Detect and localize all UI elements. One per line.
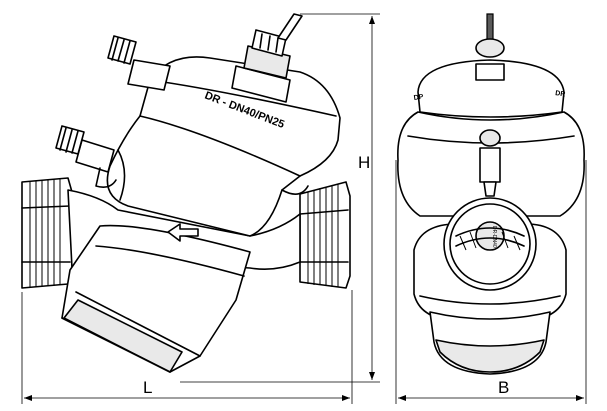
height-label: H: [358, 153, 370, 172]
dimension-lines: L H B: [21, 13, 587, 404]
front-view: DR DP DR-DN40: [397, 13, 585, 375]
front-top-cap: [417, 59, 565, 118]
front-top-marking: DP: [413, 94, 424, 102]
breadth-label: B: [498, 378, 509, 397]
front-side-marking: DR: [555, 90, 566, 98]
lower-bonnet: [61, 224, 251, 373]
flow-arrow-icon: [167, 223, 199, 242]
side-view: DR - DN40/PN25: [21, 13, 351, 373]
top-spindle: [231, 13, 303, 103]
front-spindle-mid: [479, 129, 501, 197]
length-label: L: [143, 378, 152, 397]
lower-test-nipple: [55, 125, 117, 188]
front-flow-marking: DR-DN40: [491, 226, 497, 248]
left-pipe-end: [21, 177, 73, 289]
right-pipe-end: [299, 181, 351, 289]
front-spindle-top: [475, 13, 505, 81]
upper-test-nipple: [107, 35, 171, 91]
